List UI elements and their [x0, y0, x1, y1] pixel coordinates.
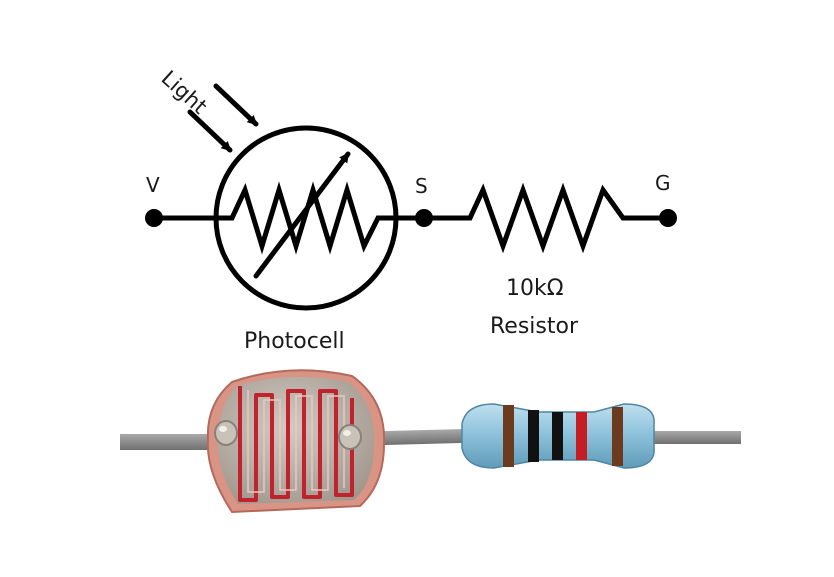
- resistor-band-4-red: [576, 412, 587, 460]
- resistor-zigzag: [421, 182, 671, 254]
- light-arrow-1: [187, 109, 233, 153]
- node-v-label: V: [146, 173, 160, 197]
- resistor-band-2-black: [528, 410, 539, 462]
- photocell-solder-right-shine: [343, 430, 351, 436]
- photocell-serpentine-trace: [238, 386, 354, 502]
- resistor-name-label: Resistor: [490, 314, 579, 339]
- component-photos: [120, 369, 741, 514]
- resistor-photo: [461, 403, 655, 469]
- resistor-right-lead: [640, 431, 741, 444]
- photocell-serpentine-inner: [247, 390, 345, 493]
- photocell-variable-arrow: [253, 151, 351, 279]
- photocell-solder-left: [214, 420, 238, 446]
- photocell-photo: [206, 369, 386, 514]
- node-v-dot: [145, 209, 163, 227]
- light-arrow-2: [213, 83, 259, 127]
- light-label: Light: [157, 66, 212, 119]
- node-s-label: S: [415, 174, 428, 198]
- schematic: [151, 83, 671, 311]
- photocell-resistor-zigzag: [213, 181, 399, 255]
- node-s-dot: [415, 209, 433, 227]
- resistor-band-5-brown: [612, 407, 623, 466]
- resistor-value-label: 10kΩ: [506, 276, 564, 301]
- resistor-band-1-brown: [503, 405, 514, 467]
- resistor-band-3-black: [552, 412, 563, 460]
- photocell-name-label: Photocell: [244, 329, 345, 354]
- center-lead-wire: [369, 428, 481, 446]
- photocell-left-lead: [120, 434, 220, 450]
- node-g-label: G: [655, 171, 671, 195]
- photocell-solder-right: [338, 424, 362, 450]
- node-g-dot: [659, 209, 677, 227]
- photocell-solder-left-shine: [219, 426, 227, 432]
